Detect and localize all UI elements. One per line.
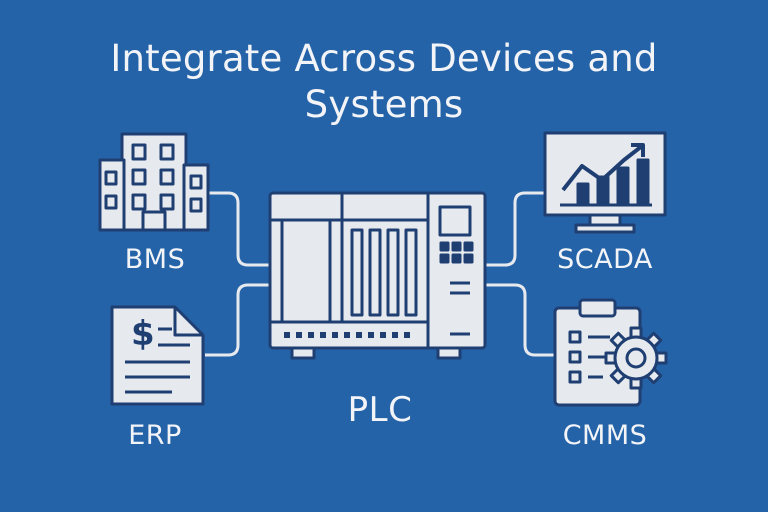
title-line-2: Systems bbox=[304, 83, 464, 126]
connector-erp-plc bbox=[205, 283, 270, 357]
cmms-label: CMMS bbox=[562, 420, 648, 451]
connector-bms-plc bbox=[205, 191, 270, 267]
title-line-1: Integrate Across Devices and bbox=[110, 37, 658, 80]
scada-label: SCADA bbox=[557, 244, 653, 275]
page-title: Integrate Across Devices and Systems bbox=[0, 36, 768, 128]
clipboard-gear-icon bbox=[553, 298, 668, 407]
svg-text:$: $ bbox=[131, 314, 155, 354]
plc-label: PLC bbox=[347, 390, 413, 430]
bms-label: BMS bbox=[124, 244, 186, 275]
erp-label: ERP bbox=[128, 420, 182, 451]
monitor-chart-icon bbox=[543, 131, 667, 234]
connectors bbox=[205, 191, 555, 357]
connector-cmms-plc bbox=[485, 283, 555, 357]
building-icon bbox=[98, 132, 210, 232]
invoice-document-icon: $ bbox=[110, 305, 205, 406]
connector-scada-plc bbox=[485, 191, 545, 267]
plc-controller-icon bbox=[268, 191, 487, 360]
